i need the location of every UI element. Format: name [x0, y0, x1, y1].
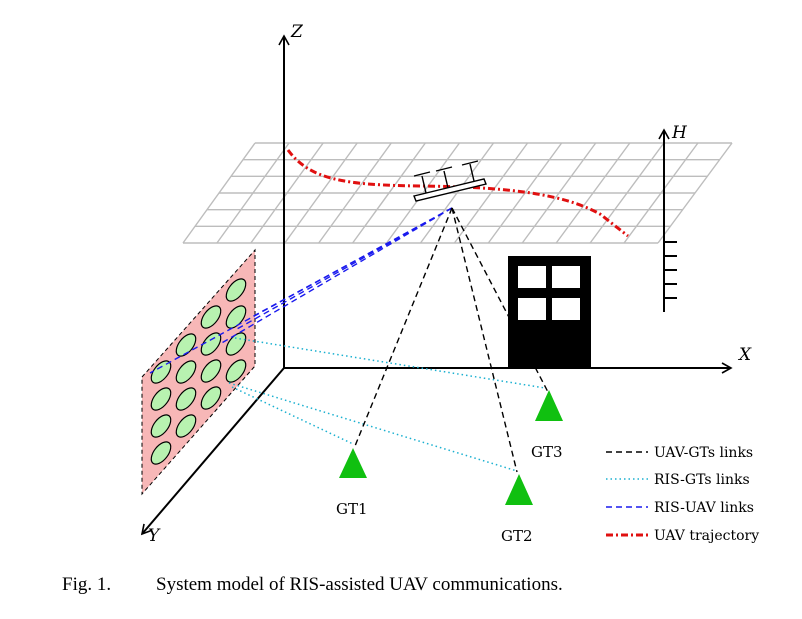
z-axis-label: Z — [290, 22, 304, 42]
ris-element — [175, 387, 197, 411]
ris-elements — [150, 278, 247, 465]
ris-panel — [141, 248, 256, 496]
ris-gt-links — [228, 337, 546, 472]
gt1-marker — [339, 448, 367, 478]
ris-uav-links — [149, 207, 453, 374]
uav-trajectory — [286, 149, 629, 238]
gt2-marker — [505, 474, 533, 505]
ris-element — [200, 305, 222, 329]
height-scale — [658, 128, 677, 312]
y-axis — [140, 367, 285, 536]
legend-label-ris-gt: RIS-GTs links — [654, 472, 750, 488]
ris-element — [225, 359, 247, 383]
figure-caption: Fig. 1. System model of RIS-assisted UAV … — [62, 574, 563, 596]
ris-element — [175, 360, 197, 384]
uav-flight-grid — [182, 142, 733, 244]
gt3-marker — [535, 390, 563, 421]
uav-icon — [413, 160, 487, 202]
legend: UAV-GTs links RIS-GTs links RIS-UAV link… — [606, 445, 759, 544]
ris-element — [150, 387, 172, 411]
ris-element — [175, 333, 197, 357]
y-axis-label: Y — [148, 526, 161, 546]
caption-text: System model of RIS-assisted UAV communi… — [156, 574, 563, 595]
gt1-label: GT1 — [336, 500, 368, 518]
gt2-label: GT2 — [501, 527, 533, 545]
ris-element — [150, 414, 172, 438]
gt3-label: GT3 — [531, 443, 563, 461]
building — [508, 256, 591, 368]
ris-element — [200, 386, 222, 410]
x-axis-label: X — [737, 345, 752, 365]
ris-element — [150, 441, 172, 465]
legend-label-trajectory: UAV trajectory — [654, 528, 759, 544]
uav-gt-links — [354, 207, 549, 473]
coordinate-axes — [140, 34, 733, 536]
ris-element — [200, 332, 222, 356]
ris-element — [225, 278, 247, 302]
legend-label-ris-uav: RIS-UAV links — [654, 500, 754, 516]
ris-element — [200, 359, 222, 383]
figure-number: Fig. 1. — [62, 574, 112, 595]
height-axis-label: H — [671, 123, 688, 143]
ris-element — [175, 414, 197, 438]
ris-element — [150, 360, 172, 384]
legend-label-uav-gt: UAV-GTs links — [654, 445, 753, 461]
ris-element — [225, 305, 247, 329]
